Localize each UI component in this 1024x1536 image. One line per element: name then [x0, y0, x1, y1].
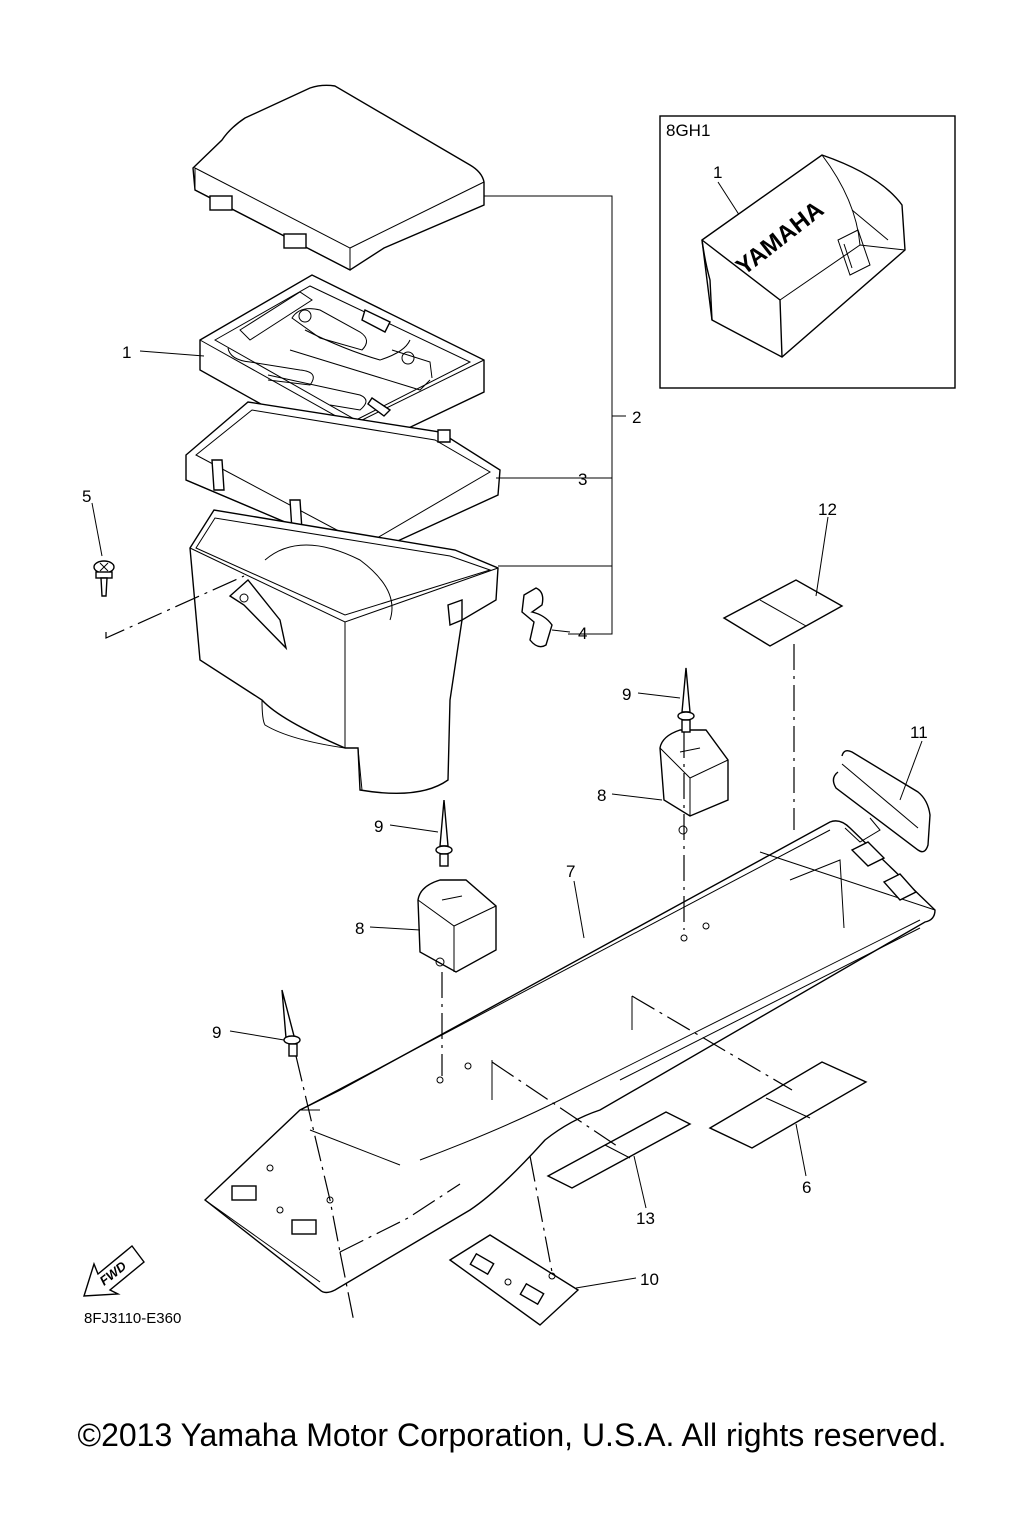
rivet-c [281, 989, 301, 1057]
wire-11 [832, 749, 931, 853]
label-13 [546, 1111, 692, 1189]
rivet-b [435, 799, 453, 867]
leader-lines [91, 350, 923, 1289]
callout-8-lower: 8 [355, 919, 364, 938]
callout-12: 12 [818, 500, 837, 519]
plate-10 [448, 1234, 580, 1326]
callout-9-lower: 9 [212, 1023, 221, 1042]
inset-callout-1: 1 [713, 163, 722, 182]
callout-6: 6 [802, 1178, 811, 1197]
callout-5: 5 [82, 487, 91, 506]
inset-box: 8GH1 1 YAMAHA [659, 115, 956, 389]
clip [521, 587, 553, 648]
callout-7: 7 [566, 862, 575, 881]
label-6 [708, 1061, 868, 1149]
center-lines [105, 575, 795, 1323]
rivet-a [677, 667, 695, 733]
callout-4: 4 [578, 624, 587, 643]
callout-11: 11 [910, 723, 928, 742]
callout-2: 2 [632, 408, 641, 427]
group-bracket [484, 195, 626, 635]
tool-case-frame [185, 401, 501, 557]
tool-kit-tray [199, 274, 485, 456]
tool-case-body [189, 509, 499, 794]
bracket-upper [659, 729, 729, 835]
base-plate [203, 817, 936, 1294]
callout-8-upper: 8 [597, 786, 606, 805]
label-12 [722, 579, 844, 647]
callout-10: 10 [640, 1270, 659, 1289]
callout-1: 1 [122, 343, 131, 362]
copyright-notice: ©2013 Yamaha Motor Corporation, U.S.A. A… [77, 1417, 947, 1453]
inset-label: 8GH1 [666, 121, 710, 140]
forward-arrow-icon: FWD [83, 1244, 145, 1297]
callout-9-upper: 9 [622, 685, 631, 704]
screw [93, 560, 115, 597]
diagram-code: 8FJ3110-E360 [84, 1310, 182, 1327]
callout-3: 3 [578, 470, 587, 489]
bracket-lower [417, 879, 497, 973]
callout-9-middle: 9 [374, 817, 383, 836]
callout-numbers: 1 2 3 4 5 6 7 8 8 9 9 9 10 11 12 13 [82, 343, 928, 1289]
tool-case-lid [192, 84, 485, 271]
callout-13: 13 [636, 1209, 655, 1228]
